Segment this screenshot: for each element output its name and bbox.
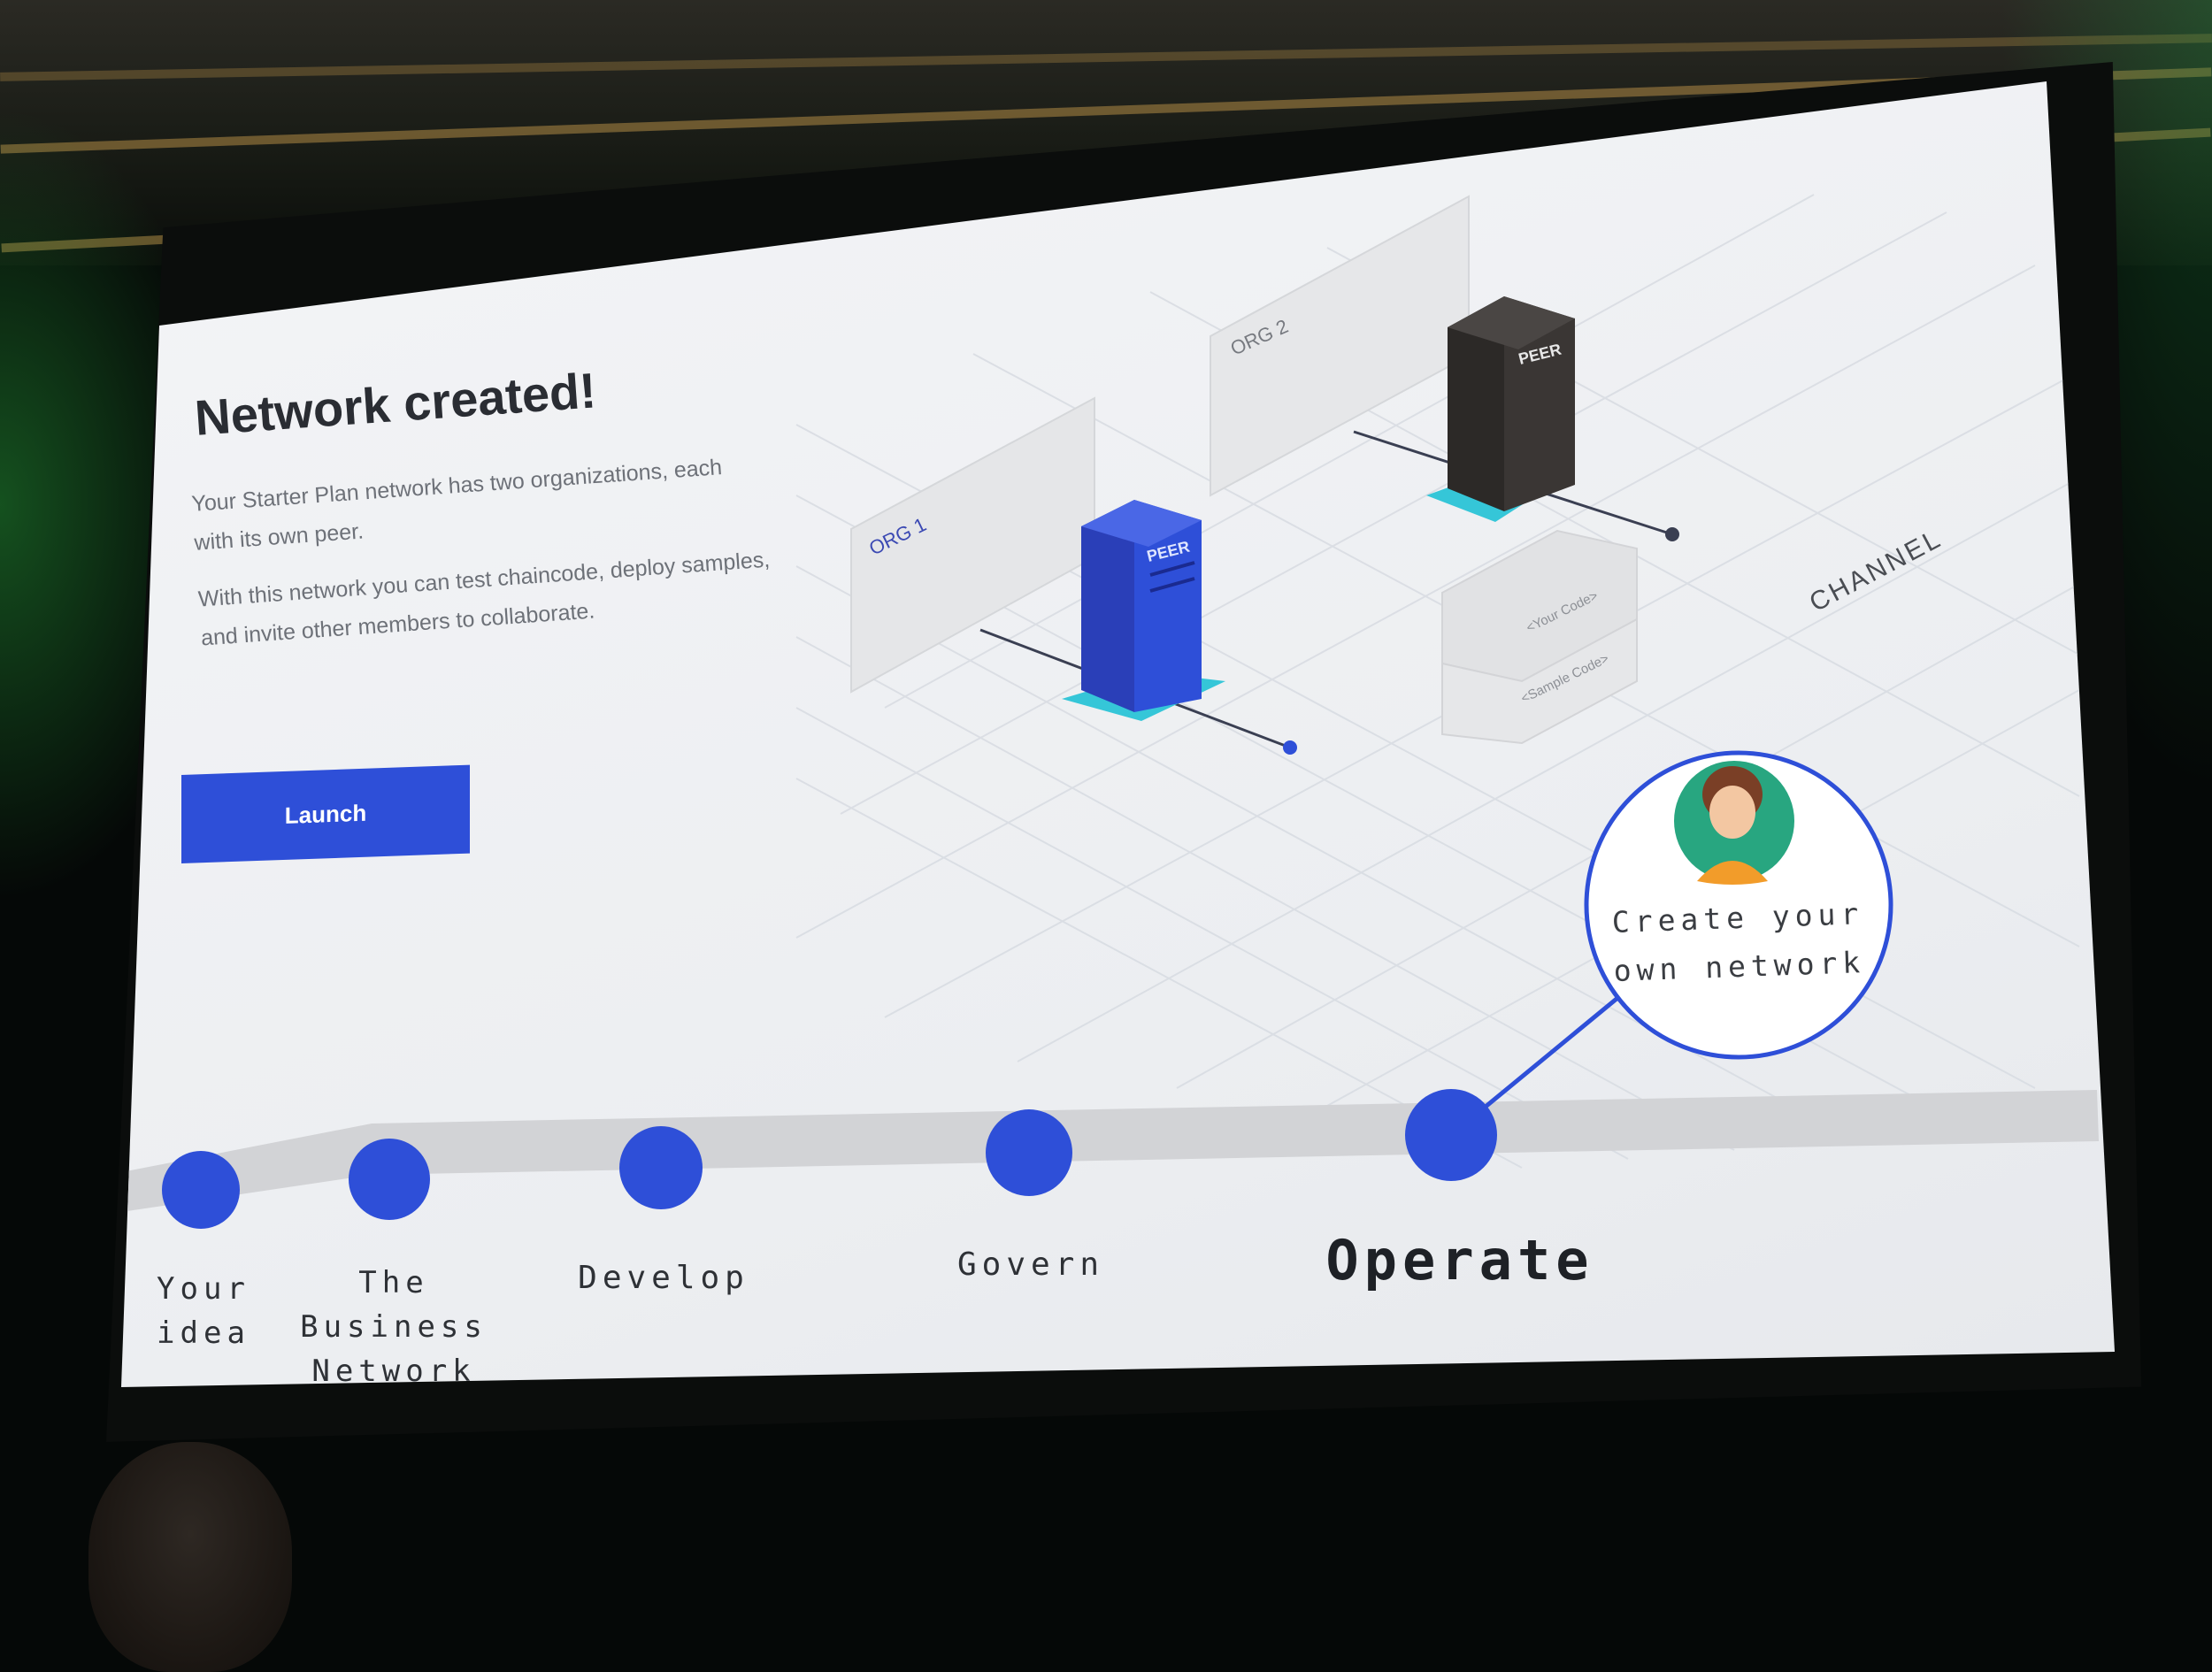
create-network-bubble[interactable]	[1584, 750, 1893, 1060]
channel-node-org1	[1283, 740, 1297, 755]
peer2-node: PEER	[1426, 296, 1575, 522]
slide-title: Network created!	[193, 362, 598, 446]
timeline-label-develop: Develop	[562, 1256, 765, 1300]
timeline-track	[121, 1090, 2099, 1212]
timeline-dot-your-idea[interactable]	[162, 1151, 240, 1229]
launch-button[interactable]: Launch	[181, 764, 470, 863]
peer1-node: PEER	[1062, 500, 1225, 721]
timeline-label-operate: Operate	[1318, 1228, 1601, 1292]
description-paragraph: With this network you can test chaincode…	[197, 547, 772, 651]
timeline-label-business-network: The Business Network	[265, 1261, 522, 1393]
bubble-line: own network	[1613, 945, 1866, 988]
timeline-label-line: Network	[311, 1354, 476, 1389]
avatar-body	[1697, 861, 1768, 885]
timeline-label-line: Operate	[1325, 1228, 1594, 1292]
timeline-dot-govern[interactable]	[986, 1109, 1072, 1196]
channel-node-org2	[1665, 527, 1679, 541]
timeline-label-line: Your	[157, 1271, 250, 1307]
description-paragraph: Your Starter Plan network has two organi…	[190, 455, 723, 556]
timeline-label-line: Govern	[956, 1246, 1105, 1283]
timeline-label-govern: Govern	[938, 1243, 1124, 1287]
timeline-label-line: idea	[157, 1315, 250, 1351]
floor-grid	[795, 194, 2080, 1169]
timeline-label-line: Develop	[578, 1260, 749, 1296]
avatar-face	[1709, 786, 1755, 839]
timeline-dot-business-network[interactable]	[349, 1139, 430, 1220]
timeline-label-line: The Business	[300, 1265, 488, 1345]
timeline-dot-operate[interactable]	[1405, 1089, 1497, 1181]
audience-head	[88, 1442, 292, 1672]
timeline-label-your-idea: Your idea	[133, 1267, 274, 1355]
bubble-text: Create your own network	[1591, 888, 1886, 995]
code-blocks: <Your Code> <Sample Code>	[1441, 529, 1638, 745]
timeline-dot-develop[interactable]	[619, 1126, 703, 1209]
slide-description: Your Starter Plan network has two organi…	[190, 445, 777, 676]
